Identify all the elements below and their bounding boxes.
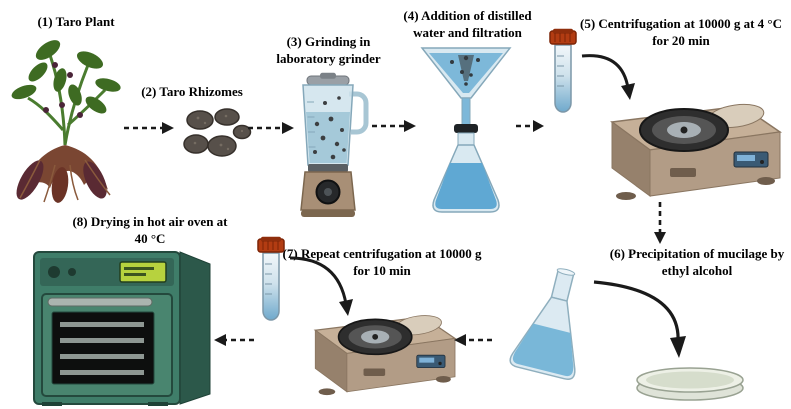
flask6-liquid xyxy=(512,323,574,377)
petri-dish-illustration xyxy=(636,367,744,401)
arrow-tube-to-centrifuge-7 xyxy=(289,256,353,316)
laboratory-grinder-illustration xyxy=(300,72,369,217)
arrow-tube-to-centrifuge-5 xyxy=(581,54,635,100)
step-3-label: (3) Grinding in laboratory grinder xyxy=(276,34,381,66)
centrifuge-latch xyxy=(363,368,386,376)
arrow-flask-pour-to-petri xyxy=(593,280,686,358)
step-8-label: (8) Drying in hot air oven at 40 °C xyxy=(72,214,228,246)
oven-lcd-line-2 xyxy=(124,273,146,276)
oven-door-window xyxy=(51,311,155,385)
funnel-sediment xyxy=(458,55,474,81)
step-6-label: (6) Precipitation of mucilage by ethyl a… xyxy=(609,246,785,278)
centrifuge-rotor-hub xyxy=(372,333,379,340)
plant-root-tubers xyxy=(16,145,108,203)
flask-neck xyxy=(457,132,475,146)
oven-foot-right xyxy=(148,402,168,406)
plant-leaves xyxy=(11,40,121,114)
plant-root-fibers xyxy=(19,159,111,203)
centrifuge-foot-left xyxy=(318,388,336,396)
funnel-particles xyxy=(450,55,480,86)
oven-button xyxy=(68,268,76,276)
plant-berries xyxy=(43,62,83,118)
tube-graduations xyxy=(557,55,564,87)
funnel-stem xyxy=(461,97,471,127)
hot-air-oven-illustration xyxy=(33,251,211,406)
grinder-dial-knob xyxy=(324,188,332,196)
arrow-step1-to-step2 xyxy=(124,122,174,134)
step-1-label: (1) Taro Plant xyxy=(37,14,115,29)
tube-graduations xyxy=(265,263,272,295)
tube-body xyxy=(554,44,572,113)
flask6-mouth xyxy=(556,268,576,276)
arrow-step5-to-step6 xyxy=(654,202,666,244)
petri-inner xyxy=(646,371,734,389)
oven-knob xyxy=(48,266,60,278)
centrifuge-illustration xyxy=(313,315,457,396)
centrifuge-rotor-hub xyxy=(680,126,688,134)
rhizome-texture xyxy=(193,114,244,151)
centrifuge-foot-left xyxy=(616,192,636,200)
oven-lcd-line-1 xyxy=(124,267,154,270)
centrifuge-button xyxy=(438,361,442,366)
taro-plant-illustration xyxy=(11,40,121,203)
grinder-graduations xyxy=(307,101,316,148)
centrifuge-latch xyxy=(670,168,696,177)
grinder-handle xyxy=(349,91,369,135)
oven-shelves xyxy=(60,322,144,375)
centrifuge-tube-illustration xyxy=(549,28,577,113)
centrifuge-foot-right xyxy=(757,177,775,185)
centrifuge-foot-right xyxy=(435,375,451,383)
centrifuge-button xyxy=(760,160,764,164)
grinder-collar xyxy=(308,164,348,172)
arrow-step4-to-step5 xyxy=(516,120,544,132)
grinder-lid-cap xyxy=(320,72,336,79)
tube-body xyxy=(262,252,280,321)
tube-cap-top xyxy=(553,28,573,34)
arrow-step6-to-step7 xyxy=(454,334,492,346)
centrifuge-display-screen xyxy=(419,357,435,363)
arrow-step3-to-step4 xyxy=(372,120,416,132)
funnel-filtration-illustration xyxy=(420,47,512,213)
step-5-label: (5) Centrifugation at 10000 g at 4 °C fo… xyxy=(580,16,782,48)
taro-rhizomes-illustration xyxy=(183,108,252,157)
step-4-label: (4) Addition of distilled water and filt… xyxy=(403,8,532,40)
oven-foot-left xyxy=(42,402,62,406)
grinder-contents xyxy=(306,112,350,163)
stopper-joint xyxy=(454,124,478,133)
tube-cap-ridges xyxy=(554,33,571,42)
oven-lcd-display xyxy=(119,261,167,283)
oven-door-handle xyxy=(47,297,153,307)
tube-cap-top xyxy=(261,236,281,242)
step-2-label: (2) Taro Rhizomes xyxy=(141,84,243,99)
centrifuge-illustration xyxy=(610,103,783,200)
grinder-particles xyxy=(313,96,346,160)
arrow-step7-to-step8 xyxy=(214,334,254,346)
step-7-label: (7) Repeat centrifugation at 10000 g for… xyxy=(282,246,482,278)
grinder-foot xyxy=(301,210,355,217)
centrifuge-display-screen xyxy=(737,155,755,161)
centrifuge-tube-illustration xyxy=(257,236,285,321)
tube-cap-ridges xyxy=(262,241,279,250)
rhizome-lumps xyxy=(183,108,252,157)
oven-side-face xyxy=(179,251,211,405)
precipitation-flask-illustration xyxy=(509,268,576,380)
flask-liquid xyxy=(435,163,497,209)
arrow-step2-to-step3 xyxy=(248,122,294,134)
